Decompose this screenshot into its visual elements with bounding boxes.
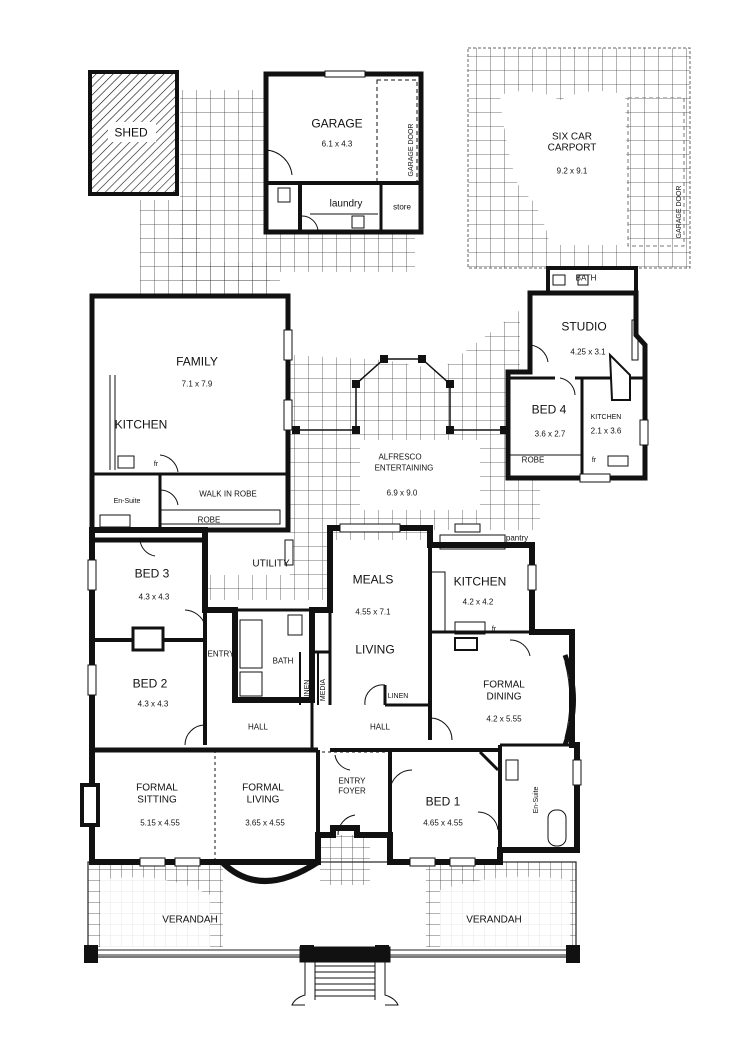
carport-door-label: GARAGE DOOR <box>676 185 684 239</box>
meals-label: MEALS <box>352 572 394 587</box>
ensuite-left-label: En-Suite <box>113 498 141 506</box>
bed4-size: 3.6 x 2.7 <box>534 429 566 439</box>
bed3-label: BED 3 <box>134 566 170 581</box>
paving-outbuildings <box>140 90 415 295</box>
entry-label: ENTRY <box>207 649 235 659</box>
formal-dining-size: 4.2 x 5.55 <box>486 714 522 724</box>
studio-size: 4.25 x 3.1 <box>570 347 606 357</box>
bed2-label: BED 2 <box>132 676 168 691</box>
family-label: FAMILY <box>176 354 218 369</box>
bed1-size: 4.65 x 4.55 <box>423 818 463 828</box>
entry-foyer-label-2: FOYER <box>338 786 366 796</box>
formal-dining-label-1: FORMAL <box>483 679 525 691</box>
garage-size: 6.1 x 4.3 <box>321 139 353 149</box>
bed4-robe-label: ROBE <box>521 455 545 465</box>
verandah-paving <box>87 835 577 958</box>
garage-block <box>263 70 424 235</box>
front-steps <box>291 946 399 1006</box>
kitchen-label: KITCHEN <box>453 574 507 589</box>
studio-bath-label: BATH <box>575 273 597 283</box>
walk-in-robe-label: WALK IN ROBE <box>199 489 257 499</box>
formal-dining-label-2: DINING <box>486 691 522 703</box>
bed3-size: 4.3 x 4.3 <box>138 592 170 602</box>
carport-size: 9.2 x 9.1 <box>556 166 588 176</box>
formal-living-label-1: FORMAL <box>242 782 284 794</box>
formal-sitting-label-2: SITTING <box>137 794 177 806</box>
carport-label-1: SIX CAR <box>551 131 593 143</box>
family-size: 7.1 x 7.9 <box>181 379 213 389</box>
main-house-walls <box>80 293 580 884</box>
verandah-right-label: VERANDAH <box>466 914 522 926</box>
alfresco-posts <box>292 355 508 434</box>
hall-right-label: HALL <box>369 722 391 732</box>
shed <box>88 70 179 196</box>
pantry-label: pantry <box>505 533 529 543</box>
bed4-label: BED 4 <box>531 402 567 417</box>
formal-living-label-2: LIVING <box>246 794 280 806</box>
formal-living-size: 3.65 x 4.55 <box>245 818 285 828</box>
alfresco-label-2: ENTERTAINING <box>374 463 434 473</box>
garage-door-label: GARAGE DOOR <box>408 123 416 177</box>
laundry-label: laundry <box>329 198 363 210</box>
studio-label: STUDIO <box>561 319 607 334</box>
media-label: MEDIA <box>320 678 328 702</box>
living-label: LIVING <box>355 642 395 657</box>
alfresco-label-1: ALFRESCO <box>378 452 422 462</box>
studio-fridge-label: fr <box>591 457 597 465</box>
verandah-left-label: VERANDAH <box>162 914 218 926</box>
carport-paving <box>467 47 691 269</box>
kitchen-size: 4.2 x 4.2 <box>462 597 494 607</box>
ensuite-right-label: En-Suite <box>533 786 541 814</box>
linen-right-label: LINEN <box>387 693 409 701</box>
shed-label: SHED <box>114 125 148 140</box>
bath-label: BATH <box>272 656 294 666</box>
verandah-posts <box>84 945 580 963</box>
utility-label: UTILITY <box>252 558 290 570</box>
formal-sitting-size: 5.15 x 4.55 <box>140 818 180 828</box>
carport-label-2: CARPORT <box>547 142 597 154</box>
studio-kitchen-size: 2.1 x 3.6 <box>590 426 622 436</box>
store-label: store <box>393 202 411 212</box>
family-fridge-label: fr <box>153 461 159 469</box>
family-kitchen-label: KITCHEN <box>114 417 168 432</box>
windows <box>87 329 649 867</box>
studio-wing <box>505 266 648 481</box>
studio-kitchen-label: KITCHEN <box>590 414 622 422</box>
formal-sitting-label-1: FORMAL <box>136 782 178 794</box>
alfresco-size: 6.9 x 9.0 <box>386 488 418 498</box>
linen-left-label: LINEN <box>304 679 312 701</box>
robe-label: ROBE <box>197 515 221 525</box>
bed1-label: BED 1 <box>425 794 461 809</box>
garage-label: GARAGE <box>311 116 363 131</box>
kitchen-fridge-label: fr <box>491 626 497 634</box>
bed2-size: 4.3 x 4.3 <box>137 699 169 709</box>
hall-left-label: HALL <box>247 722 269 732</box>
meals-size: 4.55 x 7.1 <box>355 607 391 617</box>
entry-foyer-label-1: ENTRY <box>338 776 366 786</box>
